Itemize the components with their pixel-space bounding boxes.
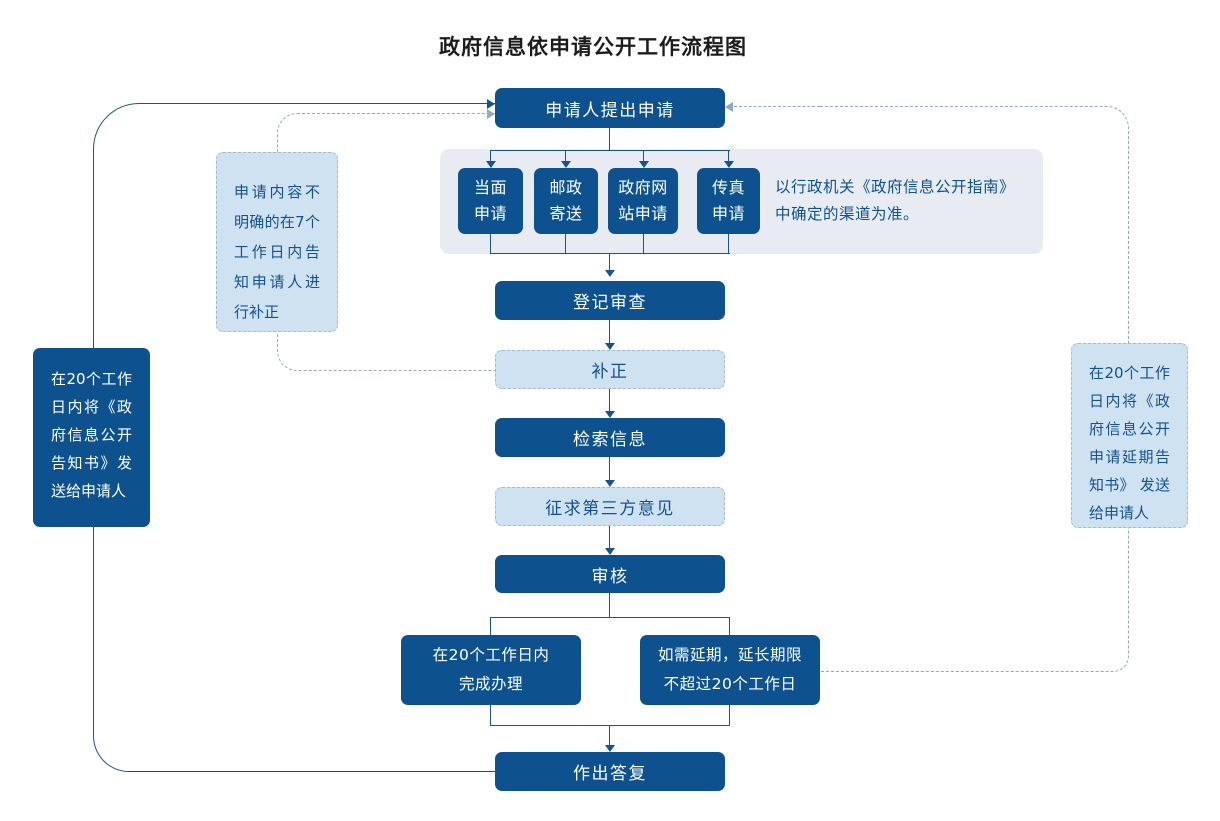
arrowhead-reply: [605, 745, 615, 752]
channels-note: 以行政机关《政府信息公开指南》中确定的渠道为准。: [775, 178, 1016, 223]
connector-channel4-merge: [728, 234, 729, 253]
connector-split-right-drop: [729, 617, 730, 635]
arrowhead-channel2: [561, 161, 571, 168]
connector-extension-loop-top-segment: [734, 106, 820, 107]
connector-supplement-search: [609, 389, 610, 411]
node-review: 审核: [495, 555, 725, 593]
connector-to-reply: [609, 725, 610, 745]
node-apply: 申请人提出申请: [495, 88, 725, 128]
connector-channel2-merge: [565, 234, 566, 253]
arrowhead-search: [605, 411, 615, 418]
node-supplement: 补正: [495, 350, 725, 389]
annotation-extension-notice: 在20个工作日内将《政府信息公开申请延期告知书》 发送给申请人: [1071, 343, 1188, 528]
node-extension-limit: 如需延期，延长期限 不超过20个工作日: [640, 635, 820, 705]
connector-review-down: [609, 593, 610, 617]
arrowhead-supplement: [605, 343, 615, 350]
node-complete-within-20-days: 在20个工作日内 完成办理: [401, 635, 581, 705]
connector-channels-bottom-bar: [490, 253, 730, 254]
node-channel-postal: 邮政 寄送: [534, 168, 598, 234]
connector-merge-bar: [490, 725, 730, 726]
arrowhead-third-party: [605, 480, 615, 487]
connector-channel4-drop: [728, 150, 729, 161]
node-reply: 作出答复: [495, 752, 725, 791]
node-register: 登记审查: [495, 281, 725, 320]
arrowhead-channel1: [486, 161, 496, 168]
connector-channel2-drop: [565, 150, 566, 161]
arrowhead-into-apply-right-dashed: [725, 102, 733, 112]
arrowhead-channel3: [639, 161, 649, 168]
node-search-info: 检索信息: [495, 418, 725, 457]
connector-search-thirdparty: [609, 457, 610, 480]
connector-split-left-drop: [490, 617, 491, 635]
arrowhead-register: [605, 270, 615, 277]
node-channel-website: 政府网 站申请: [608, 168, 678, 234]
connector-channel3-drop: [643, 150, 644, 161]
arrowhead-into-apply-left-dashed: [487, 109, 495, 119]
node-channel-fax: 传真 申请: [697, 168, 760, 234]
connector-channel1-merge: [490, 234, 491, 253]
connector-apply-down: [609, 128, 610, 150]
connector-to-register: [609, 253, 610, 270]
arrowhead-review: [605, 548, 615, 555]
arrowhead-channel4: [724, 161, 734, 168]
connector-merge-left-rise: [490, 705, 491, 725]
node-third-party-opinion: 征求第三方意见: [495, 487, 725, 526]
connector-split-bar: [490, 617, 730, 618]
connector-thirdparty-review: [609, 526, 610, 548]
connector-register-supplement: [609, 320, 610, 343]
annotation-send-disclosure-notice: 在20个工作日内将《政府信息公开告知书》发送给申请人: [33, 348, 150, 527]
connector-merge-right-rise: [729, 705, 730, 725]
connector-channel1-drop: [490, 150, 491, 161]
connector-channel3-merge: [643, 234, 644, 253]
arrowhead-into-apply-left-solid: [487, 99, 495, 109]
page-title: 政府信息依申请公开工作流程图: [439, 35, 747, 59]
connector-channels-top-bar: [490, 150, 730, 151]
annotation-supplement-notice: 申请内容不明确的在7个工作日内告知申请人进行补正: [216, 152, 338, 332]
node-channel-in-person: 当面 申请: [458, 168, 523, 234]
